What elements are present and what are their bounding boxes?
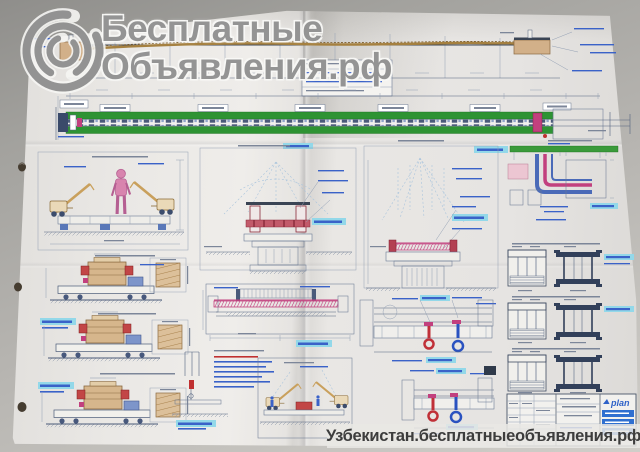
detail-pier-jacking-2 [363,140,499,291]
module-labels [59,99,572,112]
detail-pier-jacking-1 [199,145,357,274]
detail-beam-plan [202,283,355,347]
detail-deck-edge [507,140,619,221]
detail-rail-sections [507,243,634,394]
plan-left-end [55,107,84,140]
watermark-bottom-text: Узбекистан.бесплатныеобъявления.рф [326,426,640,445]
binder-holes [14,162,27,412]
detail-notes-and-anchor [172,350,274,430]
plan-view [55,89,631,153]
watermark-title: Бесплатные Объявления.рф [101,8,393,87]
watermark-line2: Объявления.рф [101,46,393,87]
plan-right-end [532,108,631,145]
detail-hanger-1 [359,295,496,363]
classifieds-logo-icon [15,3,111,99]
detail-erection-stage [257,357,353,439]
watermark-bottom-bar: Узбекистан.бесплатныеобъявления.рф [326,424,640,448]
titleblock-logo: plan [610,398,630,408]
horizontal-fold-crease-2 [12,262,639,268]
detail-xsec-3 [38,373,189,428]
watermark-line1: Бесплатные [101,8,323,49]
horizontal-fold-crease-1 [12,140,639,147]
detail-xsec-2 [40,311,191,362]
detail-erection-elevation [37,151,189,251]
detail-xsec-1 [45,253,189,304]
